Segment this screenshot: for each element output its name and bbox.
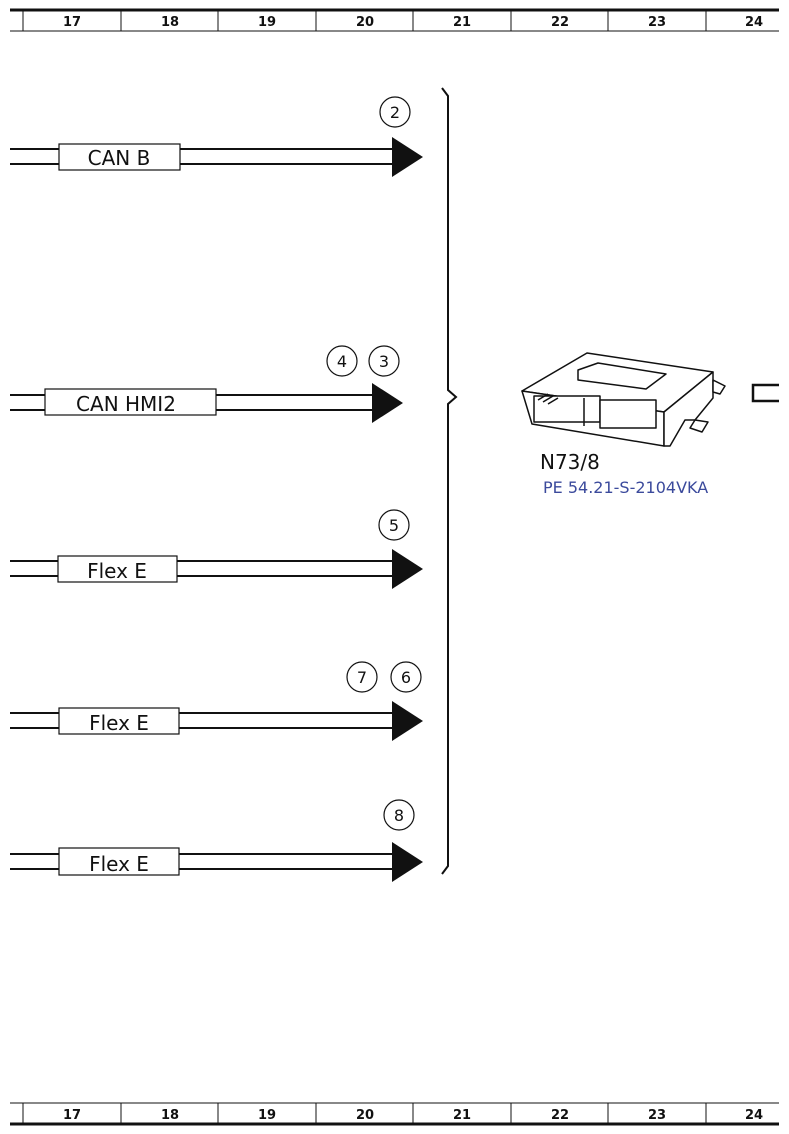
arrow-right-icon [392, 701, 423, 741]
top-ruler-col-21: 21 [453, 15, 471, 30]
connector-marker [390, 661, 422, 693]
connector-marker-label: 5 [389, 516, 399, 535]
connector-marker-label: 6 [401, 668, 411, 687]
top-ruler: 17 18 19 20 21 22 23 24 [10, 8, 779, 32]
arrow-right-icon [392, 549, 423, 589]
bus-label: CAN B [88, 146, 151, 170]
connector-marker [383, 799, 415, 831]
arrow-right-icon [392, 137, 423, 177]
bottom-ruler-col-21: 21 [453, 1108, 471, 1123]
bus-can-b: CAN B 2 [10, 96, 423, 177]
connector-marker [368, 345, 400, 377]
bus-label-box [58, 143, 181, 171]
connector-marker-label: 4 [337, 352, 347, 371]
component-code: N73/8 [540, 450, 600, 474]
bus-label-box [58, 847, 180, 876]
top-ruler-col-18: 18 [161, 15, 179, 30]
connector-marker-label: 3 [379, 352, 389, 371]
connector-marker [379, 96, 411, 128]
bus-flex-e-3: Flex E 8 [10, 799, 423, 882]
connector-marker [378, 509, 410, 541]
bus-label-box [44, 388, 217, 416]
bus-label: Flex E [87, 559, 147, 583]
bus-label-box [58, 707, 180, 735]
top-ruler-col-23: 23 [648, 15, 666, 30]
bottom-ruler-col-20: 20 [356, 1108, 374, 1123]
connector-marker-label: 8 [394, 806, 404, 825]
bus-label-box [57, 555, 178, 583]
bus-flex-e-2: Flex E 7 6 [10, 661, 423, 741]
bus-label: Flex E [89, 711, 149, 735]
bus-label: CAN HMI2 [76, 392, 176, 416]
bottom-ruler-col-23: 23 [648, 1108, 666, 1123]
bottom-ruler-col-24: 24 [745, 1108, 763, 1123]
arrow-right-icon [372, 383, 403, 423]
top-ruler-col-24: 24 [745, 15, 763, 30]
connector-marker-label: 2 [390, 103, 400, 122]
bottom-ruler-col-22: 22 [551, 1108, 569, 1123]
top-ruler-col-22: 22 [551, 15, 569, 30]
top-ruler-col-20: 20 [356, 15, 374, 30]
arrow-right-icon [392, 842, 423, 882]
document-reference-link[interactable]: PE 54.21-S-2104VKA [543, 478, 708, 497]
connector-marker-label: 7 [357, 668, 367, 687]
connector-marker [326, 345, 358, 377]
connector-edge-icon [751, 383, 779, 403]
top-ruler-col-19: 19 [258, 15, 276, 30]
bottom-ruler: 17 18 19 20 21 22 23 24 [10, 1102, 779, 1126]
control-unit-icon [521, 352, 726, 447]
bus-flex-e-1: Flex E 5 [10, 509, 423, 589]
bottom-ruler-col-17: 17 [63, 1108, 81, 1123]
bottom-ruler-col-18: 18 [161, 1108, 179, 1123]
bottom-ruler-col-19: 19 [258, 1108, 276, 1123]
grouping-brace [441, 87, 458, 875]
bus-label: Flex E [89, 852, 149, 876]
bus-can-hmi2: CAN HMI2 4 3 [10, 345, 403, 423]
top-ruler-col-17: 17 [63, 15, 81, 30]
connector-marker [346, 661, 378, 693]
